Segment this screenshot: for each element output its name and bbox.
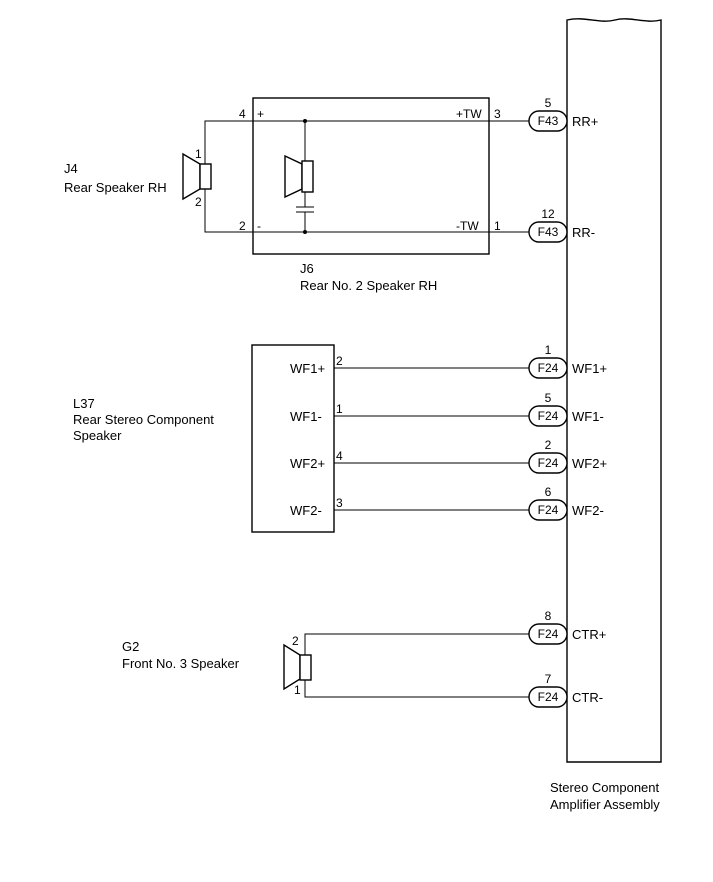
- g2-pin-top: 2: [292, 634, 299, 648]
- amp-terminal-label: WF2+: [572, 456, 607, 471]
- connector-pill: [528, 405, 568, 427]
- l37-terminal: WF1- 1: [290, 402, 529, 424]
- connector-pin-number: 8: [545, 609, 552, 623]
- connector-code: F24: [538, 361, 559, 375]
- g2-name: Front No. 3 Speaker: [122, 656, 240, 671]
- j4-pin-top: 1: [195, 147, 202, 161]
- j4-pin-bottom: 2: [195, 195, 202, 209]
- j6-name: Rear No. 2 Speaker RH: [300, 278, 437, 293]
- l37-pin-number: 4: [336, 449, 343, 463]
- connector-pill: [528, 623, 568, 645]
- connector-pill: [528, 499, 568, 521]
- wire-ctrp: [304, 633, 529, 655]
- j6-minus: -: [257, 219, 261, 233]
- amplifier-caption-line2: Amplifier Assembly: [550, 797, 660, 812]
- j4-code: J4: [64, 161, 78, 176]
- j6-pin-1: 1: [494, 219, 501, 233]
- l37-terminal-label: WF2+: [290, 456, 325, 471]
- amp-terminal-label: RR-: [572, 225, 595, 240]
- wire-ctrm: [304, 680, 529, 698]
- amp-terminal-rrp: F43 5RR+: [528, 96, 598, 132]
- connector-pin-number: 6: [545, 485, 552, 499]
- connector-pill: [528, 110, 568, 132]
- l37-name-line2: Speaker: [73, 428, 122, 443]
- connector-pill: [528, 221, 568, 243]
- g2-code: G2: [122, 639, 139, 654]
- wire-j4-bottom: [204, 189, 253, 233]
- connector-code: F43: [538, 114, 559, 128]
- connector-pin-number: 5: [545, 96, 552, 110]
- l37-terminal-label: WF1-: [290, 409, 322, 424]
- j6-tw-plus: +TW: [456, 107, 482, 121]
- tweeter-symbol: [284, 154, 314, 199]
- connector-code: F24: [538, 456, 559, 470]
- l37-pin-number: 2: [336, 354, 343, 368]
- g2-pin-bottom: 1: [294, 683, 301, 697]
- l37-terminal: WF1+ 2: [290, 354, 529, 376]
- connector-code: F43: [538, 225, 559, 239]
- amplifier-assembly: [566, 18, 662, 763]
- amp-terminal-label: CTR-: [572, 690, 603, 705]
- connector-code: F24: [538, 627, 559, 641]
- connector-code: F24: [538, 503, 559, 517]
- j6-pin-4: 4: [239, 107, 246, 121]
- j6-pin-2: 2: [239, 219, 246, 233]
- connector-pin-number: 2: [545, 438, 552, 452]
- connector-pin-number: 7: [545, 672, 552, 686]
- connector-code: F24: [538, 409, 559, 423]
- j6-plus: +: [257, 107, 264, 121]
- connector-pin-number: 12: [541, 207, 555, 221]
- amplifier-caption-line1: Stereo Component: [550, 780, 660, 795]
- j6-code: J6: [300, 261, 314, 276]
- l37-pin-number: 1: [336, 402, 343, 416]
- connector-pill: [528, 452, 568, 474]
- j6-pin-3: 3: [494, 107, 501, 121]
- amp-terminal-label: CTR+: [572, 627, 606, 642]
- wire-j4-top: [204, 120, 253, 164]
- l37-terminal: WF2- 3: [290, 496, 529, 518]
- l37-code: L37: [73, 396, 95, 411]
- speaker-j4-symbol: [182, 152, 212, 201]
- l37-name-line1: Rear Stereo Component: [73, 412, 214, 427]
- l37-pin-number: 3: [336, 496, 343, 510]
- amp-terminal-label: WF2-: [572, 503, 604, 518]
- l37-terminal-label: WF2-: [290, 503, 322, 518]
- connector-pin-number: 1: [545, 343, 552, 357]
- j4-name: Rear Speaker RH: [64, 180, 167, 195]
- amplifier-pins: F435RR+F4312RR-F241WF1+F245WF1-F242WF2+F…: [528, 96, 607, 708]
- amp-terminal-label: WF1+: [572, 361, 607, 376]
- l37-terminal-label: WF1+: [290, 361, 325, 376]
- connector-pill: [528, 686, 568, 708]
- connector-pin-number: 5: [545, 391, 552, 405]
- l37-terminal: WF2+ 4: [290, 449, 529, 471]
- connector-pill: [528, 357, 568, 379]
- amp-terminal-label: WF1-: [572, 409, 604, 424]
- amp-terminal-label: RR+: [572, 114, 598, 129]
- connector-code: F24: [538, 690, 559, 704]
- j6-tw-minus: -TW: [456, 219, 479, 233]
- l37-box: [251, 344, 335, 533]
